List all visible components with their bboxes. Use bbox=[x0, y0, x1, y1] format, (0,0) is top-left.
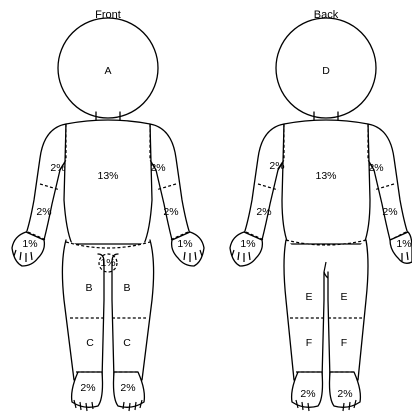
back-thigh-right-label: E bbox=[340, 291, 347, 303]
front-leg-right-label: C bbox=[123, 337, 131, 349]
back-thigh-left-label: E bbox=[305, 291, 312, 303]
back-hand-left-label: 1% bbox=[240, 238, 255, 250]
front-trunk-label: 13% bbox=[97, 170, 118, 182]
front-leg-left-label: C bbox=[86, 337, 94, 349]
back-trunk-label: 13% bbox=[315, 170, 336, 182]
front-right-leg bbox=[112, 240, 154, 380]
back-upper-arm-left-label: 2% bbox=[269, 160, 284, 172]
front-upper-arm-right-label: 2% bbox=[150, 162, 165, 174]
back-forearm-left-label: 2% bbox=[256, 206, 271, 218]
front-foot-left-label: 2% bbox=[80, 382, 95, 394]
back-foot-left-label: 2% bbox=[300, 388, 315, 400]
front-figure: Front bbox=[12, 9, 204, 411]
front-trunk bbox=[64, 120, 152, 244]
front-thigh-right-label: B bbox=[123, 282, 130, 294]
front-right-arm bbox=[150, 124, 190, 240]
back-leg-left-label: F bbox=[306, 337, 312, 349]
front-hand-left-label: 1% bbox=[22, 238, 37, 250]
back-trunk bbox=[282, 120, 370, 244]
front-thigh-left-label: B bbox=[85, 282, 92, 294]
front-forearm-right-label: 2% bbox=[163, 206, 178, 218]
front-upper-arm-left-label: 2% bbox=[50, 162, 65, 174]
back-left-leg bbox=[284, 240, 324, 380]
front-left-arm bbox=[26, 124, 66, 240]
back-leg-right-label: F bbox=[341, 337, 347, 349]
front-hand-right-label: 1% bbox=[177, 238, 192, 250]
back-buttocks-cleft bbox=[324, 262, 326, 272]
front-head-label: A bbox=[104, 65, 111, 77]
back-head-label: D bbox=[322, 65, 330, 77]
back-left-arm bbox=[244, 124, 284, 240]
back-hand-right-label: 1% bbox=[396, 238, 411, 250]
back-forearm-right-label: 2% bbox=[382, 206, 397, 218]
front-forearm-left-label: 2% bbox=[36, 206, 51, 218]
front-genitalia-label: 1% bbox=[100, 257, 115, 269]
back-figure: Back bbox=[230, 9, 412, 411]
back-foot-right-label: 2% bbox=[337, 388, 352, 400]
back-right-leg bbox=[328, 240, 368, 380]
front-foot-right-label: 2% bbox=[120, 382, 135, 394]
front-left-leg bbox=[62, 240, 104, 380]
back-right-arm bbox=[368, 124, 408, 240]
back-upper-arm-right-label: 2% bbox=[368, 162, 383, 174]
